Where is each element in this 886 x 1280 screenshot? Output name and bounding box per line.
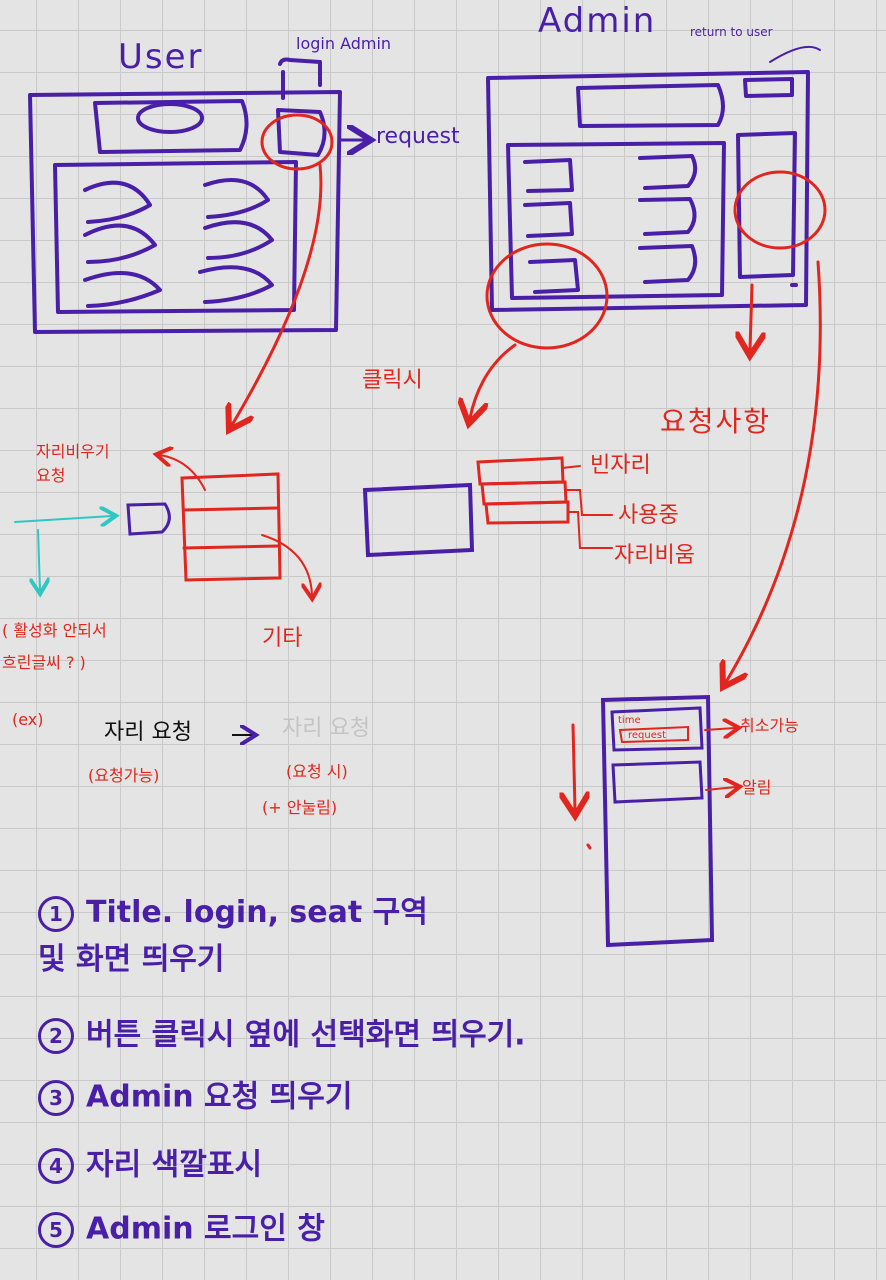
todo-text-2: 버튼 클릭시 옆에 선택화면 띄우기. <box>86 1017 526 1053</box>
cancel-possible-label: 취소가능 <box>740 716 799 735</box>
todo-item-3: 3 Admin 요청 띄우기 <box>38 1080 352 1116</box>
seat-clear-request-label: 자리비우기 요청 <box>36 442 110 485</box>
request-possible-label: (요청가능) <box>88 766 160 785</box>
todo-text-5: Admin 로그인 창 <box>86 1211 325 1247</box>
return-to-user-label: return to user <box>690 25 773 39</box>
red-annotations <box>232 113 827 682</box>
not-clickable-label: (+ 안눌림) <box>262 798 338 817</box>
todo-text-3: Admin 요청 띄우기 <box>86 1079 353 1115</box>
admin-window-sketch <box>486 46 821 312</box>
admin-request-panel-sketch <box>573 694 736 948</box>
time-label: time <box>618 715 641 726</box>
click-label: 클릭시 <box>362 368 423 393</box>
todo-item-5: 5 Admin 로그인 창 <box>38 1212 325 1248</box>
request-label: request <box>376 124 460 149</box>
in-use-label: 사용중 <box>618 503 679 528</box>
todo-number-3: 3 <box>38 1080 74 1116</box>
admin-popup-sketch <box>362 456 613 558</box>
todo-item-2: 2 버튼 클릭시 옆에 선택화면 띄우기. <box>38 1018 526 1054</box>
seat-clear-label: 자리비움 <box>614 543 695 568</box>
todo-number-4: 4 <box>38 1148 74 1184</box>
user-window-sketch <box>28 57 342 334</box>
ex-label: (ex) <box>12 710 44 729</box>
approve-label: 알림 <box>742 778 772 797</box>
todo-number-2: 2 <box>38 1018 74 1054</box>
request-done-label: (요청 시) <box>286 762 348 781</box>
todo-number-1: 1 <box>38 895 74 932</box>
seat-request-active: 자리 요청 <box>104 720 192 745</box>
inactive-question-label: ( 활성화 안되서 흐린글씨 ? ) <box>2 621 107 672</box>
todo-text-1: Title. login, seat 구역 및 화면 띄우기 <box>38 895 428 977</box>
seat-request-inactive: 자리 요청 <box>282 716 370 741</box>
empty-seat-label: 빈자리 <box>590 453 651 478</box>
login-admin-label: login Admin <box>296 34 392 53</box>
admin-title: Admin <box>538 1 657 41</box>
todo-item-4: 4 자리 색깔표시 <box>38 1148 262 1184</box>
todo-number-5: 5 <box>38 1212 74 1248</box>
user-title: User <box>118 37 204 77</box>
todo-text-4: 자리 색깔표시 <box>86 1147 263 1183</box>
request-items-label: 요청사항 <box>660 405 772 438</box>
user-popup-sketch <box>14 455 312 595</box>
other-label: 기타 <box>262 626 303 651</box>
request-box-label: request <box>628 730 667 741</box>
